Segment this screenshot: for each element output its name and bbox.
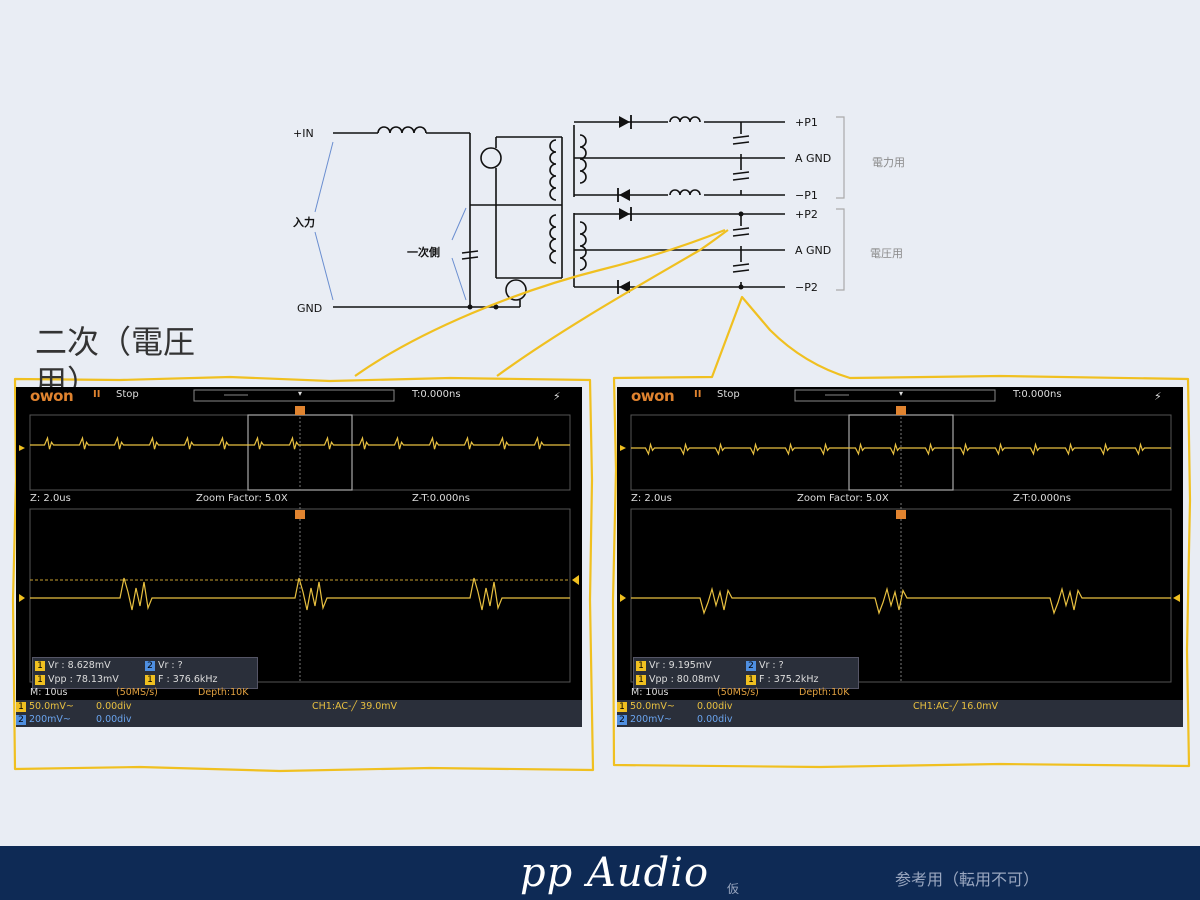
zoom-factor: Zoom Factor: 5.0X <box>797 493 889 504</box>
ch2-offset: 0.00div <box>697 714 733 725</box>
scope-plot-1: ▾ ⚡ <box>19 389 579 683</box>
owon-logo: owon <box>30 387 74 405</box>
label-input: 入力 <box>293 216 315 229</box>
status-label: Stop <box>116 389 139 400</box>
ch1-offset: 0.00div <box>697 701 733 712</box>
measure-vpp1: Vpp : 80.08mV <box>649 674 720 685</box>
label-out-p2-minus: −P2 <box>795 281 818 294</box>
zoom-zt: Z-T:0.000ns <box>1013 493 1071 504</box>
trigger-setting: CH1:AC-╱ 39.0mV <box>312 701 398 712</box>
svg-text:⚡: ⚡ <box>553 390 561 403</box>
ch2-scale: 200mV~ <box>29 714 71 725</box>
label-group-voltage: 電圧用 <box>870 247 903 260</box>
run-indicator: II <box>93 389 101 400</box>
zoom-zt: Z-T:0.000ns <box>412 493 470 504</box>
ch1-scale: 50.0mV~ <box>29 701 74 712</box>
brand-logo: pp Audio <box>520 850 710 896</box>
measure-vpp1: Vpp : 78.13mV <box>48 674 119 685</box>
label-out-agnd1: A GND <box>795 152 832 165</box>
zoom-factor: Zoom Factor: 5.0X <box>196 493 288 504</box>
label-out-p2-plus: +P2 <box>795 208 818 221</box>
run-indicator: II <box>694 389 702 400</box>
status-label: Stop <box>717 389 740 400</box>
measure-vr1: Vr : 9.195mV <box>649 660 712 671</box>
label-group-power: 電力用 <box>872 156 905 169</box>
measure-freq1: F : 375.2kHz <box>759 674 819 685</box>
trigger-time: T:0.000ns <box>1013 389 1062 400</box>
label-gnd: GND <box>297 302 323 315</box>
label-out-p1-minus: −P1 <box>795 189 818 202</box>
label-out-agnd2: A GND <box>795 244 832 257</box>
ch2-scale: 200mV~ <box>630 714 672 725</box>
sample-rate: (50MS/s) <box>116 687 158 698</box>
ch1-offset: 0.00div <box>96 701 132 712</box>
svg-text:▾: ▾ <box>899 389 903 398</box>
trigger-time: T:0.000ns <box>412 389 461 400</box>
measure-vr2: Vr : ? <box>158 660 183 671</box>
footer-bar <box>0 846 1200 900</box>
footer-reference: 参考用（転用不可） <box>895 870 1040 889</box>
ch1-scale: 50.0mV~ <box>630 701 675 712</box>
depth: Depth:10K <box>799 687 850 698</box>
depth: Depth:10K <box>198 687 249 698</box>
scope-screen-1: owon II Stop T:0.000ns ▾ ⚡ Z: 2.0us Zoom… <box>16 387 582 727</box>
label-primary: 一次側 <box>407 246 440 259</box>
scope-screen-2: owon II Stop T:0.000ns ▾ ⚡ Z: 2.0us Zoom… <box>617 387 1183 727</box>
zoom-z: Z: 2.0us <box>30 493 71 504</box>
label-plus-in: +IN <box>293 127 314 140</box>
timebase: M: 10us <box>631 687 669 698</box>
measure-freq1: F : 376.6kHz <box>158 674 218 685</box>
measure-vr2: Vr : ? <box>759 660 784 671</box>
timebase: M: 10us <box>30 687 68 698</box>
owon-logo: owon <box>631 387 675 405</box>
section-title: 二次（電圧用） <box>35 323 196 401</box>
zoom-z: Z: 2.0us <box>631 493 672 504</box>
trigger-setting: CH1:AC-╱ 16.0mV <box>913 701 999 712</box>
svg-text:⚡: ⚡ <box>1154 390 1162 403</box>
footer-kari: 仮 <box>727 882 740 896</box>
scope-plot-2: ▾ ⚡ <box>620 389 1180 683</box>
svg-text:▾: ▾ <box>298 389 302 398</box>
label-out-p1-plus: +P1 <box>795 116 818 129</box>
sample-rate: (50MS/s) <box>717 687 759 698</box>
ch2-offset: 0.00div <box>96 714 132 725</box>
measure-vr1: Vr : 8.628mV <box>48 660 111 671</box>
